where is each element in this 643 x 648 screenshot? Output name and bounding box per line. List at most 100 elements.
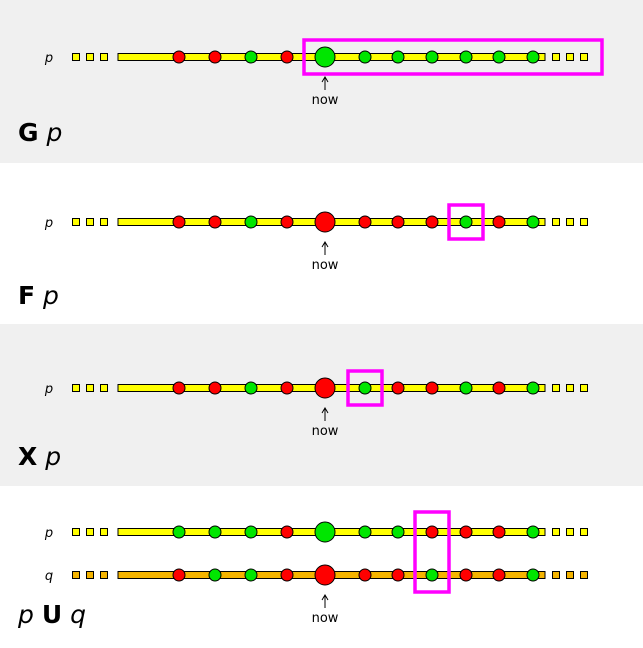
state-marker [492, 381, 506, 395]
track-p: p [44, 521, 588, 543]
state-marker [358, 381, 372, 395]
ellipsis-square [100, 218, 108, 226]
ellipsis-square [566, 53, 574, 61]
formula-operand-right: p [35, 281, 59, 310]
state-marker [391, 50, 405, 64]
state-marker [208, 381, 222, 395]
formula-operator: F [18, 281, 35, 310]
state-marker [172, 215, 186, 229]
state-marker [358, 215, 372, 229]
highlight-box [413, 510, 451, 594]
track-name-label: p [44, 216, 53, 231]
state-marker [391, 525, 405, 539]
state-marker [526, 525, 540, 539]
state-marker [425, 525, 439, 539]
state-marker [459, 381, 473, 395]
state-marker [172, 525, 186, 539]
ellipsis-square [72, 384, 80, 392]
state-marker [172, 50, 186, 64]
state-marker [358, 568, 372, 582]
ellipsis-square [580, 384, 588, 392]
state-marker [244, 381, 258, 395]
track-p: p [44, 211, 588, 233]
ellipsis-square [552, 53, 560, 61]
now-label: now [312, 93, 339, 108]
state-marker [526, 568, 540, 582]
state-marker [459, 568, 473, 582]
state-marker [459, 525, 473, 539]
formula-operand-right: p [39, 118, 63, 147]
formula-operator: X [18, 442, 37, 471]
track-name-label: p [44, 526, 53, 541]
formula-operand-left: p [17, 600, 42, 629]
ellipsis-square [72, 218, 80, 226]
state-marker [244, 215, 258, 229]
state-marker [280, 50, 294, 64]
now-label: now [312, 611, 339, 626]
state-marker [172, 568, 186, 582]
ellipsis-square [580, 53, 588, 61]
highlight-box [447, 203, 485, 241]
ellipsis-square [580, 528, 588, 536]
formula-label: F p [18, 281, 59, 310]
now-state-marker [314, 377, 336, 399]
ellipsis-square [566, 571, 574, 579]
state-marker [244, 50, 258, 64]
highlight-box [302, 38, 604, 76]
state-marker [391, 568, 405, 582]
track-p: p [44, 377, 588, 399]
state-marker [526, 381, 540, 395]
ellipsis-square [86, 218, 94, 226]
panel-next: p now X p [0, 324, 643, 486]
state-marker [492, 568, 506, 582]
state-marker [208, 568, 222, 582]
ellipsis-square [72, 53, 80, 61]
ellipsis-square [72, 528, 80, 536]
formula-operand-right: q [62, 600, 86, 629]
state-marker [459, 215, 473, 229]
now-arrow-head [321, 407, 329, 414]
ellipsis-square [566, 528, 574, 536]
state-marker [425, 568, 439, 582]
ellipsis-square [566, 218, 574, 226]
state-marker [526, 50, 540, 64]
ellipsis-square [86, 528, 94, 536]
state-marker [492, 215, 506, 229]
now-state-marker [314, 521, 336, 543]
state-marker [244, 568, 258, 582]
state-marker [280, 215, 294, 229]
state-marker [425, 215, 439, 229]
ellipsis-square [86, 571, 94, 579]
state-marker [425, 50, 439, 64]
track-p: p [44, 46, 588, 68]
ellipsis-square [552, 384, 560, 392]
state-marker [358, 50, 372, 64]
formula-operator: U [42, 600, 62, 629]
ellipsis-square [86, 384, 94, 392]
state-marker [208, 215, 222, 229]
formula-label: X p [18, 442, 61, 471]
state-marker [208, 525, 222, 539]
ellipsis-square [100, 571, 108, 579]
state-marker [526, 215, 540, 229]
track-name-label: q [45, 569, 53, 584]
ellipsis-square [100, 528, 108, 536]
state-marker [459, 50, 473, 64]
ellipsis-square [552, 218, 560, 226]
now-label: now [312, 424, 339, 439]
panel-background [0, 0, 643, 163]
ellipsis-square [72, 571, 80, 579]
ellipsis-square [86, 53, 94, 61]
highlight-box [346, 369, 384, 407]
now-arrow-head [321, 241, 329, 248]
track-name-label: p [44, 382, 53, 397]
state-marker [172, 381, 186, 395]
state-marker [208, 50, 222, 64]
ellipsis-square [552, 571, 560, 579]
ellipsis-square [566, 384, 574, 392]
state-marker [280, 381, 294, 395]
ellipsis-square [100, 384, 108, 392]
